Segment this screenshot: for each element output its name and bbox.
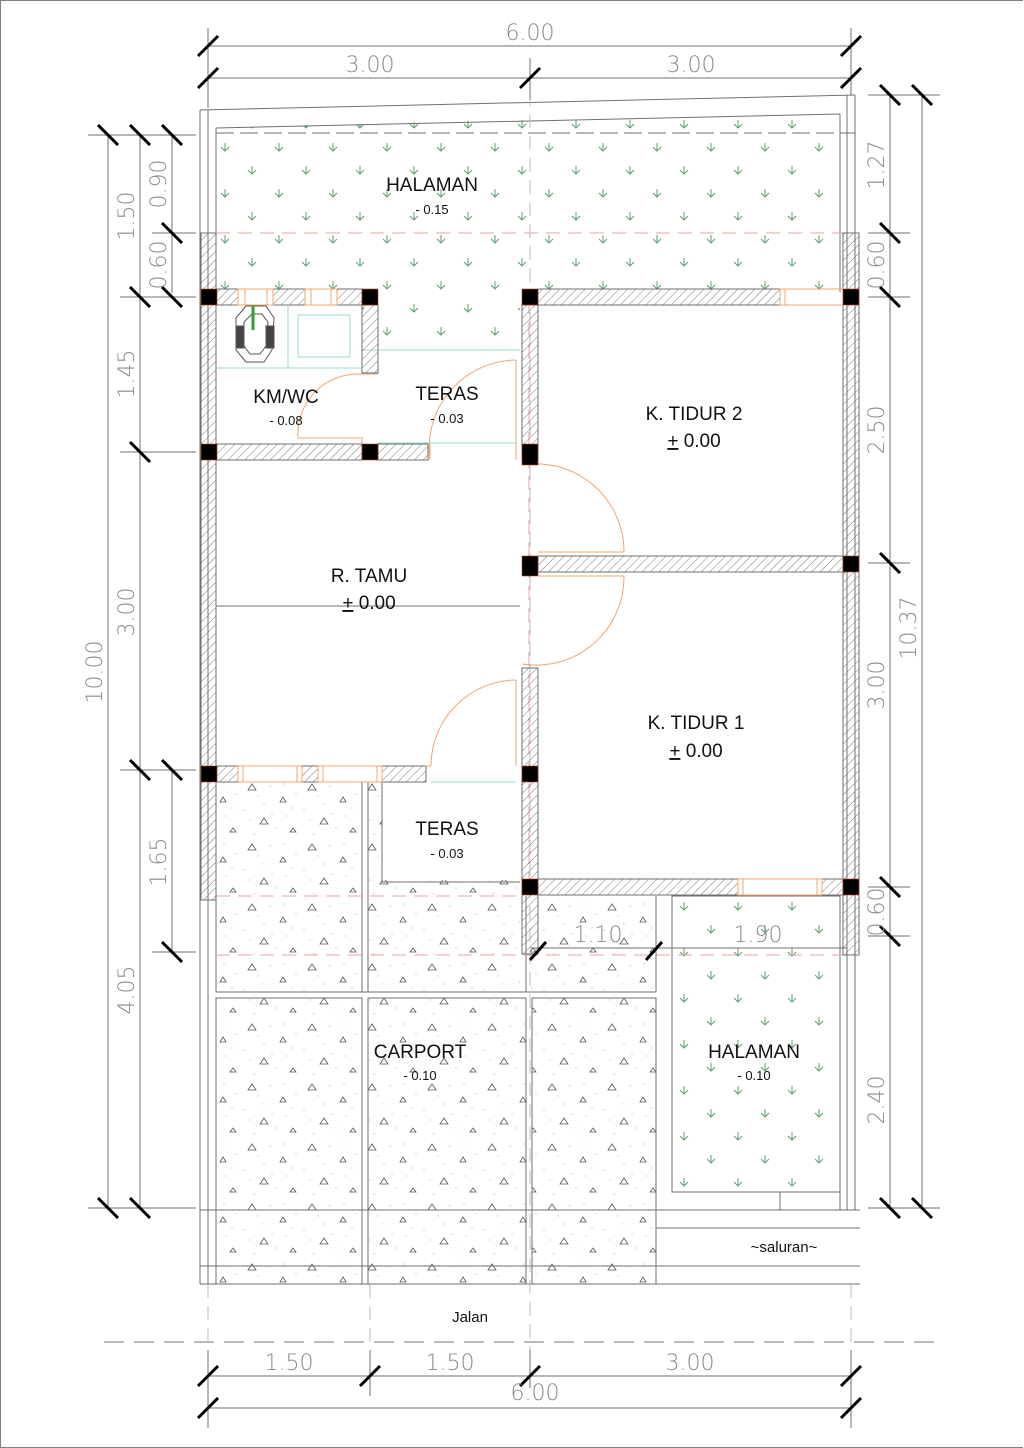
room-teras-bottom-name: TERAS [415, 819, 478, 840]
jalan-label: Jalan [452, 1309, 488, 1326]
dim-right-c: 2.50 [865, 406, 890, 455]
squat-toilet-icon [235, 305, 275, 363]
dim-top-total: 6.00 [506, 21, 555, 46]
doors-and-windows [237, 288, 844, 896]
room-teras-top-level: - 0.03 [430, 411, 463, 426]
room-tamu-level: + 0.00 [342, 593, 395, 614]
side-garden-area [672, 896, 840, 1192]
room-halaman-front-name: HALAMAN [386, 175, 478, 196]
room-halaman-front-level: - 0.15 [415, 202, 448, 217]
room-teras-top-name: TERAS [415, 384, 478, 405]
room-tidur1-level: + 0.00 [669, 741, 722, 762]
dim-bottom-3: 3.00 [666, 1351, 715, 1376]
room-kmwc-name: KM/WC [253, 387, 318, 408]
dimension-lines [88, 28, 940, 1428]
dim-top-right: 3.00 [667, 53, 716, 78]
dim-bottom-total: 6.00 [511, 1381, 560, 1406]
columns [200, 288, 860, 896]
dim-left-total: 10.00 [83, 641, 108, 704]
room-tamu-name: R. TAMU [331, 566, 407, 587]
dim-left-f: 1.65 [147, 838, 172, 887]
walls [200, 232, 860, 956]
room-kmwc-level: - 0.08 [269, 413, 302, 428]
dim-left-d: 1.45 [115, 350, 140, 399]
dim-bottom-1: 1.50 [265, 1351, 314, 1376]
room-halaman-side-level: - 0.10 [737, 1068, 770, 1083]
dim-right-f: 2.40 [865, 1076, 890, 1125]
dim-bottom-2: 1.50 [426, 1351, 475, 1376]
dimension-ticks [96, 34, 934, 1420]
dim-left-b: 0.90 [147, 160, 172, 209]
front-garden-area [216, 110, 840, 350]
dim-right-e: 0.60 [865, 888, 890, 937]
saluran-label: ~saluran~ [751, 1239, 818, 1256]
room-halaman-side-name: HALAMAN [708, 1042, 800, 1063]
dim-left-a: 1.50 [115, 192, 140, 241]
room-tidur2-level: + 0.00 [667, 431, 720, 452]
dim-left-e: 3.00 [115, 588, 140, 637]
room-carport-level: - 0.10 [403, 1068, 436, 1083]
room-tidur1-name: K. TIDUR 1 [648, 713, 745, 734]
dim-right-a: 1.27 [865, 141, 890, 190]
dim-left-g: 4.05 [115, 966, 140, 1015]
room-tidur2-name: K. TIDUR 2 [646, 404, 743, 425]
bathtub-tank-icon [216, 305, 362, 369]
dim-top-left: 3.00 [346, 53, 395, 78]
dim-inner-2: 1.90 [734, 923, 783, 948]
dim-right-d: 3.00 [865, 661, 890, 710]
dim-inner-1: 1.10 [574, 923, 623, 948]
dim-right-total: 10.37 [897, 597, 922, 660]
room-teras-bottom-level: - 0.03 [430, 846, 463, 861]
carport-floor [216, 782, 656, 1284]
dim-left-c: 0.60 [147, 241, 172, 290]
dim-right-b: 0.60 [865, 241, 890, 290]
room-carport-name: CARPORT [374, 1042, 467, 1063]
